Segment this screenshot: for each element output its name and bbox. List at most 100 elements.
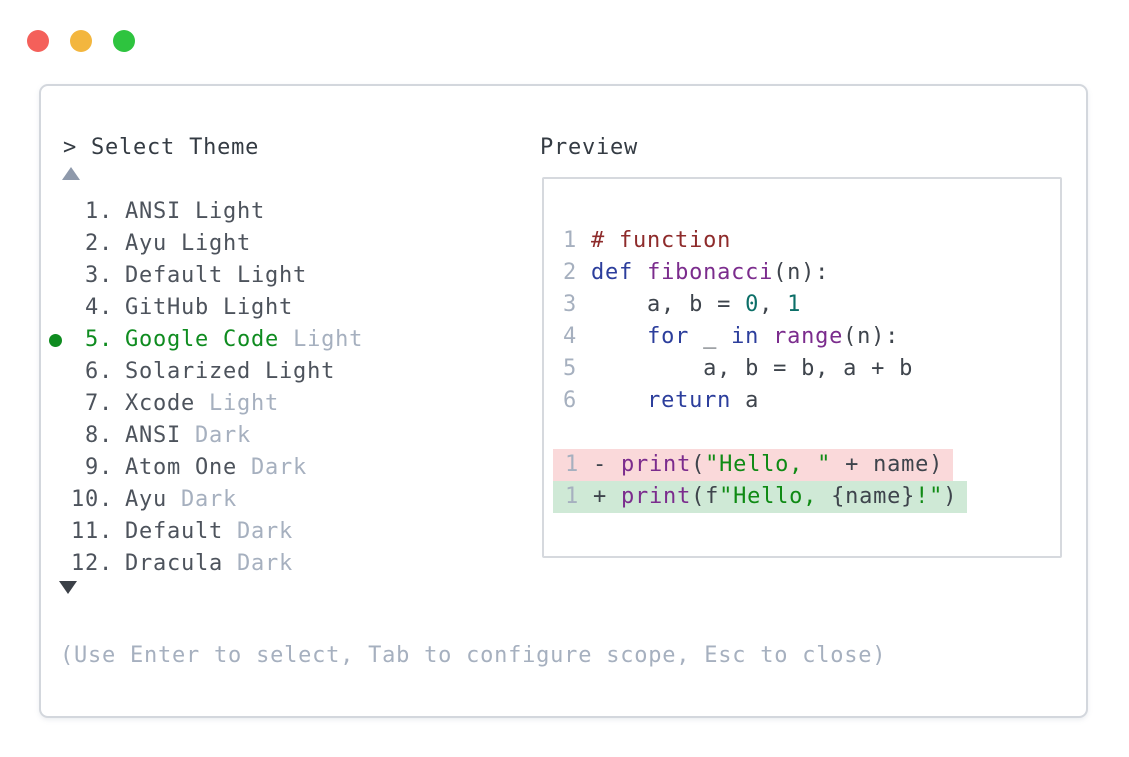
code-token-keyword: in	[731, 324, 760, 349]
code-token-plain: _	[689, 324, 732, 349]
code-token-function: range	[773, 324, 844, 349]
help-hint: (Use Enter to select, Tab to configure s…	[60, 643, 887, 668]
code-token-plain: a, b = b, a + b	[591, 356, 914, 381]
line-number: 1	[565, 452, 580, 477]
code-token-keyword: for	[647, 324, 690, 349]
preview-label: Preview	[540, 135, 639, 160]
code-token-comment: # function	[591, 228, 732, 253]
theme-item-name: Ayu	[125, 487, 168, 512]
theme-picker-dialog: > Select Theme Preview 1. ANSI Light 2. Ayu…	[39, 84, 1088, 718]
theme-item-name: ANSI Light	[125, 199, 266, 224]
theme-item-variant: Dark	[237, 551, 294, 576]
code-line: 1 # function	[563, 225, 913, 257]
theme-item-number: 12.	[71, 551, 114, 576]
theme-item-number: 5.	[84, 327, 113, 352]
theme-item-name: Solarized Light	[125, 359, 336, 384]
scroll-down-icon[interactable]	[59, 581, 77, 594]
theme-item-name: ANSI	[125, 423, 182, 448]
theme-item-name: Ayu Light	[125, 231, 252, 256]
line-number: 6	[563, 388, 578, 413]
theme-item-number: 9.	[84, 455, 113, 480]
code-token-keyword: return	[647, 388, 732, 413]
code-token-plain: +	[593, 484, 622, 509]
code-token-plain	[591, 388, 647, 413]
line-number: 4	[563, 324, 578, 349]
theme-item-atom-one[interactable]: 9. Atom One Dark	[41, 452, 511, 484]
code-token-plain	[633, 260, 647, 285]
theme-item-ansi[interactable]: 8. ANSI Dark	[41, 420, 511, 452]
theme-item-name: Default Light	[125, 263, 308, 288]
code-token-plain: (n):	[773, 260, 830, 285]
theme-item-number: 10.	[71, 487, 114, 512]
line-number: 2	[563, 260, 578, 285]
theme-item-ansi-light[interactable]: 1. ANSI Light	[41, 196, 511, 228]
line-number: 5	[563, 356, 578, 381]
theme-item-number: 11.	[71, 519, 114, 544]
minimize-traffic-light-button[interactable]	[70, 30, 92, 52]
theme-item-google-code[interactable]: 5. Google Code Light	[41, 324, 511, 356]
line-number: 1	[565, 484, 580, 509]
code-token-plain: {name}	[831, 484, 916, 509]
code-token-string: !"	[915, 484, 944, 509]
code-token-plain: (	[691, 452, 706, 477]
scroll-up-icon[interactable]	[62, 167, 80, 180]
code-token-function: print	[621, 452, 692, 477]
diff-line-added: 1 + print(f"Hello, {name}!")	[553, 481, 968, 513]
theme-item-variant: Dark	[237, 519, 294, 544]
code-token-plain: )	[943, 484, 958, 509]
code-line: 2 def fibonacci(n):	[563, 257, 913, 289]
picker-title: > Select Theme	[63, 132, 259, 164]
code-line: 6 return a	[563, 385, 913, 417]
code-line: 3 a, b = 0, 1	[563, 289, 913, 321]
theme-item-default[interactable]: 11. Default Dark	[41, 516, 511, 548]
theme-item-name: Atom One	[125, 455, 238, 480]
theme-item-name: GitHub Light	[125, 295, 294, 320]
theme-item-number: 3.	[84, 263, 113, 288]
code-token-function: print	[621, 484, 692, 509]
zoom-traffic-light-button[interactable]	[113, 30, 135, 52]
code-token-plain: a	[731, 388, 760, 413]
code-token-literal: 0	[745, 292, 760, 317]
code-token-plain	[759, 324, 773, 349]
theme-item-ayu-light[interactable]: 2. Ayu Light	[41, 228, 511, 260]
theme-list: 1. ANSI Light 2. Ayu Light 3. Default Light 4.…	[41, 196, 511, 580]
theme-item-number: 2.	[84, 231, 113, 256]
theme-item-github-light[interactable]: 4. GitHub Light	[41, 292, 511, 324]
code-token-plain: a, b =	[591, 292, 746, 317]
theme-item-variant: Dark	[181, 487, 238, 512]
theme-item-default-light[interactable]: 3. Default Light	[41, 260, 511, 292]
theme-item-name: Xcode	[125, 391, 196, 416]
line-number: 1	[563, 228, 578, 253]
diff-lines: 1 - print("Hello, " + name)1 + print(f"H…	[553, 449, 968, 513]
theme-item-number: 4.	[84, 295, 113, 320]
theme-item-variant: Dark	[251, 455, 308, 480]
theme-item-number: 6.	[84, 359, 113, 384]
theme-item-name: Google Code	[125, 327, 280, 352]
code-line: 5 a, b = b, a + b	[563, 353, 913, 385]
close-traffic-light-button[interactable]	[27, 30, 49, 52]
code-line: 4 for _ in range(n):	[563, 321, 913, 353]
code-token-plain: ,	[759, 292, 788, 317]
theme-item-solarized-light[interactable]: 6. Solarized Light	[41, 356, 511, 388]
selected-dot-icon	[49, 334, 62, 347]
line-number: 3	[563, 292, 578, 317]
theme-item-name: Default	[125, 519, 224, 544]
theme-item-number: 8.	[84, 423, 113, 448]
code-token-string: "Hello, "	[705, 452, 832, 477]
code-token-plain: (n):	[843, 324, 900, 349]
code-token-literal: 1	[787, 292, 802, 317]
code-token-plain: + name)	[831, 452, 944, 477]
diff-line-removed: 1 - print("Hello, " + name)	[553, 449, 954, 481]
code-token-function: fibonacci	[647, 260, 774, 285]
code-token-plain	[591, 324, 647, 349]
code-token-plain: (f	[691, 484, 720, 509]
theme-item-ayu[interactable]: 10. Ayu Dark	[41, 484, 511, 516]
prompt-chevron: >	[63, 135, 78, 160]
theme-item-variant: Dark	[195, 423, 252, 448]
theme-item-variant: Light	[293, 327, 364, 352]
theme-item-number: 1.	[84, 199, 113, 224]
theme-item-variant: Light	[209, 391, 280, 416]
